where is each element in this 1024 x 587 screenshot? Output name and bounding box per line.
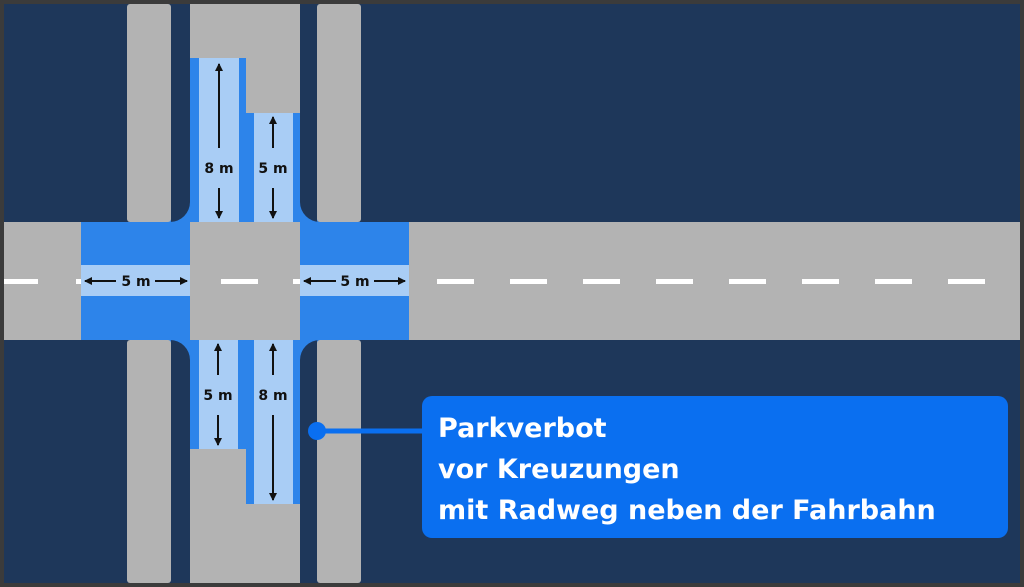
measure-bottom-left: 5 m xyxy=(203,388,232,404)
measure-right-crossing: 5 m xyxy=(340,274,369,290)
callout-dot xyxy=(308,422,326,440)
sidewalks xyxy=(127,4,361,583)
callout-box: Parkverbot vor Kreuzungen mit Radweg neb… xyxy=(422,396,1008,538)
measure-top-right: 5 m xyxy=(258,161,287,177)
verges xyxy=(170,4,320,583)
measure-left-crossing: 5 m xyxy=(121,274,150,290)
callout-line-1: Parkverbot xyxy=(438,413,607,444)
measure-top-left: 8 m xyxy=(204,161,233,177)
callout-line-2: vor Kreuzungen xyxy=(438,454,680,485)
center-line xyxy=(4,279,985,284)
callout-line-3: mit Radweg neben der Fahrbahn xyxy=(438,495,936,526)
measure-bottom-right: 8 m xyxy=(258,388,287,404)
dimension-arrows xyxy=(84,63,406,501)
